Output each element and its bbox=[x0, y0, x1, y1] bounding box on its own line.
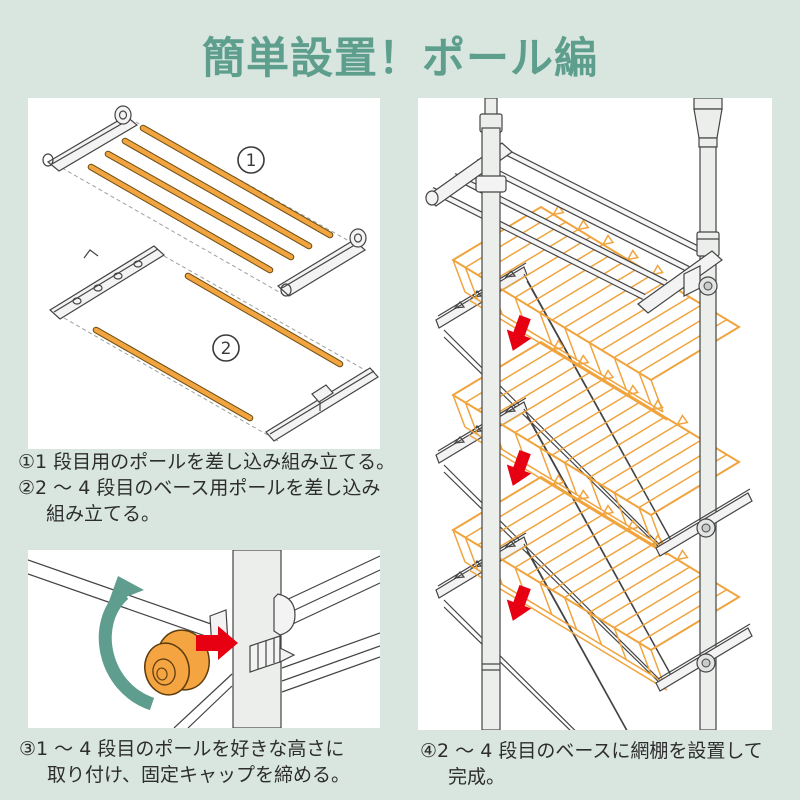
pole-assembly-diagram: 1 2 bbox=[42, 105, 379, 442]
rotate-arrow-icon bbox=[98, 576, 155, 711]
fixing-cap-diagram bbox=[28, 550, 380, 728]
instruction-line: ④2 〜 4 段目のベースに網棚を設置して bbox=[420, 740, 763, 762]
down-arrow-icon bbox=[500, 312, 538, 356]
step12-diagram-panel: 1 2 bbox=[28, 98, 380, 449]
page-title: 簡単設置！ポール編 bbox=[202, 34, 598, 84]
top-shelf-bracket bbox=[475, 175, 723, 314]
instruction-line: ①1 段目用のポールを差し込み組み立てる。 bbox=[18, 451, 396, 473]
tier1-poles bbox=[87, 124, 334, 274]
upper-rail-right bbox=[273, 555, 380, 636]
svg-text:1: 1 bbox=[246, 151, 257, 171]
left-pole bbox=[479, 98, 503, 730]
instruction-line: ②2 〜 4 段目のベース用ポールを差し込み bbox=[18, 477, 381, 499]
instruction-line: ③1 〜 4 段目のポールを好きな高さに bbox=[19, 738, 345, 760]
down-arrow-icon bbox=[500, 447, 538, 491]
shelf-end-bracket-right bbox=[277, 228, 367, 297]
right-pole bbox=[693, 98, 723, 730]
guide-line bbox=[61, 167, 287, 297]
instruction-step12: ①1 段目用のポールを差し込み組み立てる。 ②2 〜 4 段目のベース用ポールを… bbox=[18, 449, 400, 527]
instruction-line: 完成。 bbox=[448, 766, 506, 788]
instruction-step4: ④2 〜 4 段目のベースに網棚を設置して 完成。 bbox=[420, 738, 792, 790]
step3-diagram-panel bbox=[28, 550, 380, 728]
lower-rail-right bbox=[249, 632, 380, 693]
base-poles bbox=[92, 272, 344, 422]
guide-line bbox=[63, 317, 279, 442]
instruction-line: 取り付け、固定キャップを締める。 bbox=[47, 764, 351, 786]
base-frame bbox=[435, 532, 674, 730]
circled-2-label: 2 bbox=[212, 334, 240, 362]
instruction-step3: ③1 〜 4 段目のポールを好きな高さに 取り付け、固定キャップを締める。 bbox=[19, 736, 401, 788]
base-rail-left bbox=[49, 245, 165, 320]
step4-diagram-panel bbox=[418, 98, 772, 730]
rack-assembly-diagram bbox=[425, 98, 753, 730]
down-arrow-icon bbox=[500, 582, 538, 626]
svg-text:2: 2 bbox=[221, 339, 232, 359]
shelf-end-bracket-left bbox=[42, 105, 139, 172]
guide-line bbox=[163, 255, 373, 375]
base-rail-right bbox=[265, 367, 379, 442]
circled-1-label: 1 bbox=[237, 146, 265, 174]
push-arrow-icon bbox=[196, 626, 238, 660]
instruction-line: 組み立てる。 bbox=[46, 503, 161, 525]
lower-rail-left bbox=[173, 673, 233, 728]
